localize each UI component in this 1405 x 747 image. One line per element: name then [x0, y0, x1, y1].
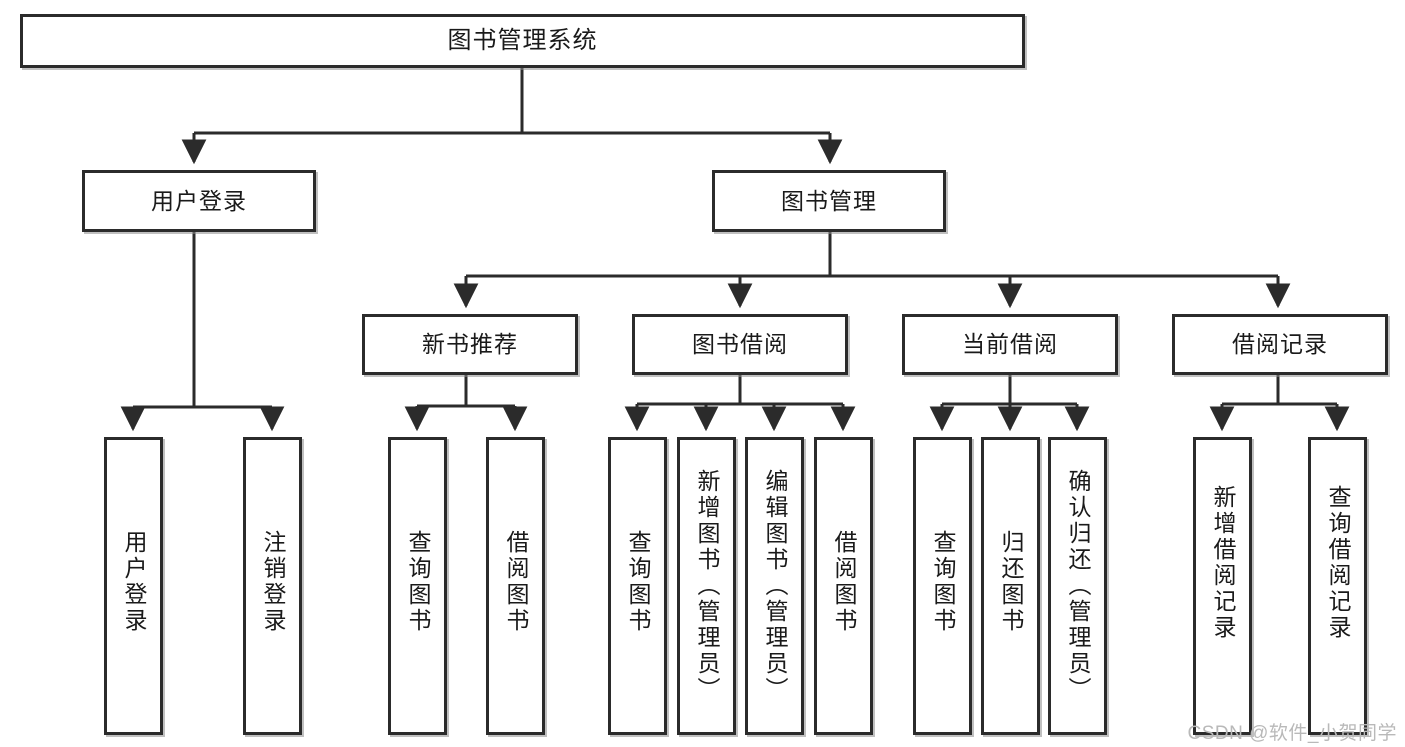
node-label: 查询图书 [930, 530, 956, 634]
node-label: 新增借阅记录 [1210, 485, 1236, 641]
node-leaf-query-book-current[interactable]: 查询图书 [913, 437, 972, 735]
node-label: 用户登录 [151, 187, 247, 214]
node-leaf-logout-login[interactable]: 注销登录 [243, 437, 302, 735]
node-leaf-add-book-admin[interactable]: 新增图书（管理员） [677, 437, 736, 735]
node-label: 查询借阅记录 [1325, 485, 1351, 641]
node-book-management[interactable]: 图书管理 [712, 170, 946, 232]
node-label: 用户登录 [121, 530, 147, 634]
node-leaf-borrow-book-newbook[interactable]: 借阅图书 [486, 437, 545, 735]
node-borrowing-record[interactable]: 借阅记录 [1172, 314, 1388, 375]
node-new-book-recommendation[interactable]: 新书推荐 [362, 314, 578, 375]
node-label: 图书管理系统 [447, 27, 598, 55]
node-leaf-query-borrow-record[interactable]: 查询借阅记录 [1308, 437, 1367, 735]
node-label: 借阅图书 [503, 530, 529, 634]
node-label: 借阅记录 [1232, 331, 1328, 358]
node-leaf-add-borrow-record[interactable]: 新增借阅记录 [1193, 437, 1252, 735]
node-label: 查询图书 [625, 530, 651, 634]
node-label: 确认归还（管理员） [1065, 469, 1091, 703]
node-leaf-confirm-return-admin[interactable]: 确认归还（管理员） [1048, 437, 1107, 735]
node-label: 查询图书 [405, 530, 431, 634]
node-current-borrowing[interactable]: 当前借阅 [902, 314, 1118, 375]
node-label: 借阅图书 [831, 530, 857, 634]
node-label: 图书借阅 [692, 331, 788, 358]
node-user-login[interactable]: 用户登录 [82, 170, 316, 232]
node-leaf-user-login[interactable]: 用户登录 [104, 437, 163, 735]
csdn-watermark: CSDN @软件_小贺同学 [1187, 723, 1397, 744]
node-root-book-management-system[interactable]: 图书管理系统 [20, 14, 1025, 68]
node-leaf-query-book-newbook[interactable]: 查询图书 [388, 437, 447, 735]
node-label: 当前借阅 [962, 331, 1058, 358]
node-label: 归还图书 [998, 530, 1024, 634]
node-leaf-query-book-borrow[interactable]: 查询图书 [608, 437, 667, 735]
node-leaf-return-book[interactable]: 归还图书 [981, 437, 1040, 735]
node-leaf-borrow-book[interactable]: 借阅图书 [814, 437, 873, 735]
node-book-borrowing[interactable]: 图书借阅 [632, 314, 848, 375]
node-label: 新增图书（管理员） [694, 469, 720, 703]
node-label: 图书管理 [781, 187, 877, 214]
node-label: 注销登录 [260, 530, 286, 634]
node-label: 编辑图书（管理员） [762, 469, 788, 703]
node-leaf-edit-book-admin[interactable]: 编辑图书（管理员） [745, 437, 804, 735]
node-label: 新书推荐 [422, 331, 518, 358]
